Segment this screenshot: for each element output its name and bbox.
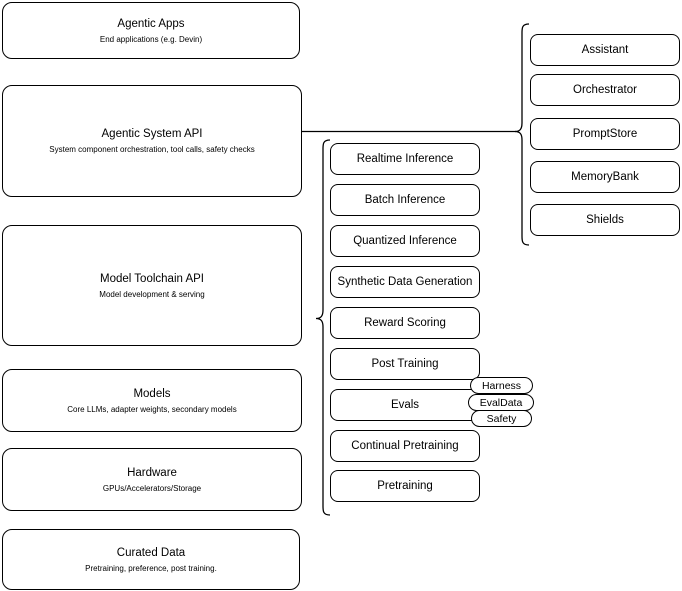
layer-model-toolchain-api[interactable]: Model Toolchain API Model development & …	[2, 225, 302, 346]
layer-subtitle: End applications (e.g. Devin)	[99, 34, 203, 44]
layer-title: Hardware	[127, 466, 177, 479]
component-label: Pretraining	[377, 480, 433, 492]
badge-label: Harness	[481, 379, 522, 392]
component-label: Continual Pretraining	[351, 440, 459, 452]
layer-subtitle: Pretraining, preference, post training.	[85, 563, 217, 573]
component-label: Evals	[390, 399, 420, 411]
layer-curated-data[interactable]: Curated Data Pretraining, preference, po…	[2, 529, 300, 590]
component-label: Synthetic Data Generation	[337, 276, 473, 288]
badge-label: Safety	[486, 412, 517, 425]
layer-subtitle: Model development & serving	[99, 289, 205, 299]
component-continual-pretraining[interactable]: Continual Pretraining	[330, 430, 480, 462]
component-label: PromptStore	[572, 128, 638, 140]
layer-title: Agentic Apps	[117, 17, 185, 30]
component-promptstore[interactable]: PromptStore	[530, 118, 680, 150]
component-label: Batch Inference	[364, 194, 446, 206]
component-label: Reward Scoring	[364, 317, 446, 329]
layer-title: Curated Data	[116, 546, 186, 559]
layer-agentic-system-api[interactable]: Agentic System API System component orch…	[2, 85, 302, 197]
layer-subtitle: System component orchestration, tool cal…	[49, 145, 255, 154]
component-reward-scoring[interactable]: Reward Scoring	[330, 307, 480, 339]
component-label: Assistant	[581, 44, 629, 56]
component-evals[interactable]: Evals	[330, 389, 480, 421]
component-realtime-inference[interactable]: Realtime Inference	[330, 143, 480, 175]
bracket-toolchain-components	[315, 139, 331, 516]
component-memorybank[interactable]: MemoryBank	[530, 161, 680, 193]
component-quantized-inference[interactable]: Quantized Inference	[330, 225, 480, 257]
layer-title: Model Toolchain API	[100, 272, 204, 285]
component-shields[interactable]: Shields	[530, 204, 680, 236]
component-synthetic-data-generation[interactable]: Synthetic Data Generation	[330, 266, 480, 298]
layer-title: Models	[133, 387, 171, 400]
component-batch-inference[interactable]: Batch Inference	[330, 184, 480, 216]
component-label: MemoryBank	[571, 171, 639, 183]
component-label: Quantized Inference	[353, 235, 457, 247]
layer-agentic-apps[interactable]: Agentic Apps End applications (e.g. Devi…	[2, 2, 300, 59]
component-label: Realtime Inference	[356, 153, 454, 165]
layer-models[interactable]: Models Core LLMs, adapter weights, secon…	[2, 369, 302, 432]
badge-evaldata[interactable]: EvalData	[468, 394, 534, 411]
layer-hardware[interactable]: Hardware GPUs/Accelerators/Storage	[2, 448, 302, 511]
badge-safety[interactable]: Safety	[471, 410, 532, 427]
badge-harness[interactable]: Harness	[470, 377, 533, 394]
component-post-training[interactable]: Post Training	[330, 348, 480, 380]
component-label: Post Training	[371, 358, 439, 370]
bracket-system-components	[514, 23, 530, 246]
component-pretraining[interactable]: Pretraining	[330, 470, 480, 502]
component-label: Shields	[586, 214, 624, 226]
component-assistant[interactable]: Assistant	[530, 34, 680, 66]
component-orchestrator[interactable]: Orchestrator	[530, 74, 680, 106]
badge-label: EvalData	[479, 396, 523, 409]
layer-subtitle: GPUs/Accelerators/Storage	[102, 483, 202, 493]
layer-subtitle: Core LLMs, adapter weights, secondary mo…	[67, 404, 237, 414]
component-label: Orchestrator	[573, 84, 637, 96]
layer-title: Agentic System API	[101, 128, 203, 140]
